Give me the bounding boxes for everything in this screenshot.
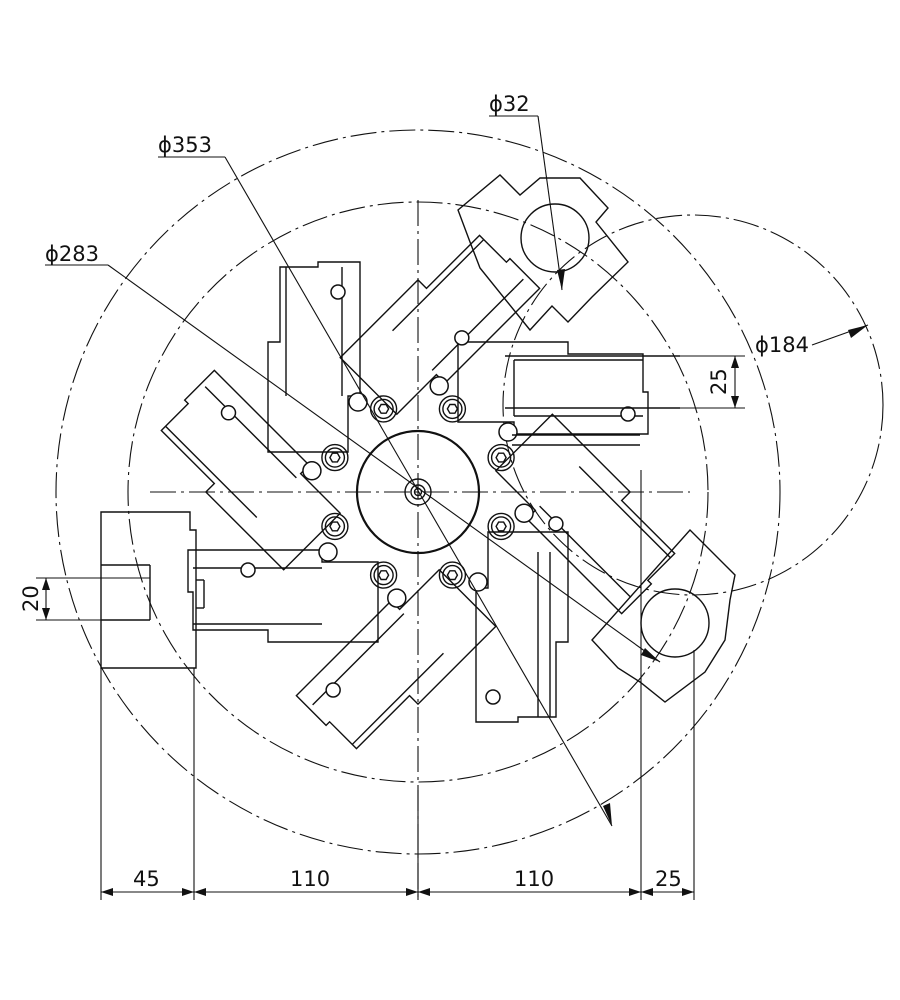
bore-32-bottom [640, 588, 710, 658]
dimension-353-text: ϕ353 [158, 133, 212, 157]
dimension-vertical-20: 20 [19, 577, 150, 621]
tool-station-4 [295, 568, 497, 750]
tool-station-3 [468, 531, 569, 723]
dimension-vertical-25: 25 [680, 355, 745, 409]
dimension-vertical-25-text: 25 [707, 368, 731, 395]
hub-bolt [369, 395, 398, 423]
dimension-32-text: ϕ32 [489, 92, 530, 116]
dimension-353: ϕ353 [158, 133, 613, 827]
dimension-283-text: ϕ283 [45, 242, 99, 266]
dimension-vertical-20-text: 20 [19, 585, 43, 612]
hub-disk [355, 429, 481, 555]
hub-bolts [321, 395, 515, 589]
tool-station-2 [494, 413, 676, 615]
tool-station-7 [267, 261, 368, 453]
dimension-32: ϕ32 [489, 92, 565, 291]
hub-bolt [321, 443, 349, 472]
hub-bolt [487, 512, 515, 541]
side-circle-184 [502, 214, 884, 596]
dimension-184: ϕ184 [755, 324, 869, 357]
dimension-45-text: 45 [133, 867, 160, 891]
dimension-283: ϕ283 [45, 242, 661, 663]
bore-32-top [520, 203, 590, 273]
hub-bolt [369, 561, 398, 589]
hub-center-outer [404, 478, 432, 506]
dimension-110-left-text: 110 [290, 867, 330, 891]
hub-bolt [487, 443, 515, 472]
dimension-110-right-text: 110 [514, 867, 554, 891]
boring-holder-top [457, 174, 629, 332]
hub-center-inner [410, 484, 426, 500]
tool-station-6 [160, 369, 342, 571]
hub-bolt [321, 512, 349, 541]
center-hub [355, 429, 481, 555]
dimension-25-bottom-text: 25 [655, 867, 682, 891]
tool-station-8 [339, 234, 541, 416]
tool-station-5 [187, 542, 379, 643]
tool-station-1 [457, 341, 649, 442]
hub-bolt [438, 395, 467, 423]
dimension-184-text: ϕ184 [755, 333, 809, 357]
hub-bolt [438, 561, 467, 589]
right-tool-block [505, 355, 680, 446]
boring-holder-bottom [591, 528, 736, 703]
dimension-chain-bottom: 45 110 110 25 [100, 470, 695, 900]
